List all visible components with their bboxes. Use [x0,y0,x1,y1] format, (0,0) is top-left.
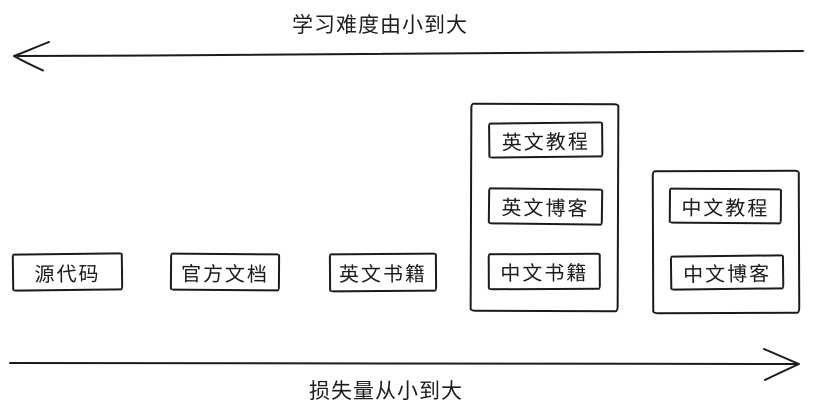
box-official-docs-label: 官方文档 [180,263,270,286]
box-english-blogs-label: 英文博客 [501,197,590,221]
box-chinese-blogs: 中文博客 [669,254,785,291]
bottom-axis-label: 损失量从小到大 [309,380,463,403]
group-box-chinese: 中文教程 中文博客 [651,169,801,315]
box-english-books-label: 英文书籍 [338,263,428,287]
box-chinese-tutorials: 中文教程 [668,187,782,225]
box-chinese-books: 中文书籍 [487,252,601,291]
box-source-code: 源代码 [11,252,124,292]
left-arrow-icon [13,41,804,72]
box-source-code-label: 源代码 [34,263,101,286]
box-english-tutorials: 英文教程 [488,121,604,159]
box-english-tutorials-label: 英文教程 [501,131,590,154]
box-chinese-books-label: 中文书籍 [500,262,589,286]
box-english-blogs: 英文博客 [487,187,604,226]
group-box-english-and-chinese-books: 英文教程 英文博客 中文书籍 [469,102,620,313]
box-chinese-tutorials-label: 中文教程 [681,197,770,220]
box-official-docs: 官方文档 [169,252,281,292]
box-english-books: 英文书籍 [328,252,438,293]
box-chinese-blogs-label: 中文博客 [683,263,772,287]
top-axis-label: 学习难度由小到大 [292,14,468,37]
